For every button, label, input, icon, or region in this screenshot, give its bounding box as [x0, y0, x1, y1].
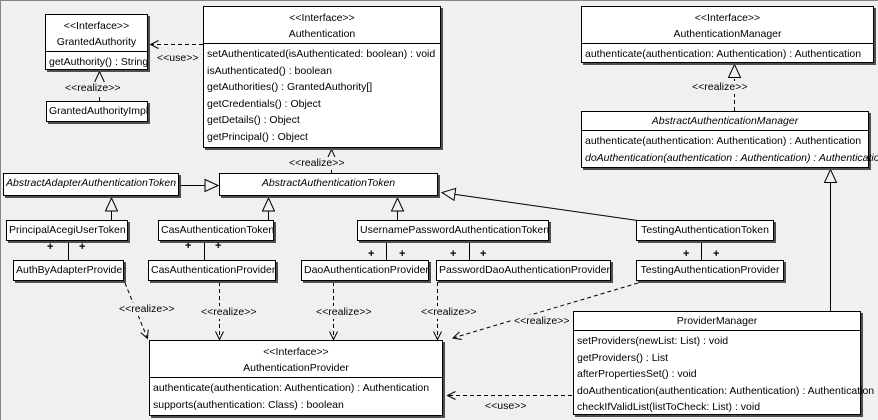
- realize-label: <<realize>>: [287, 157, 347, 170]
- use-label: <<use>>: [483, 400, 529, 413]
- class-cas-authentication-provider: CasAuthenticationProvider: [148, 260, 276, 281]
- method-label: getAuthorities() : GrantedAuthority[]: [207, 81, 373, 93]
- class-abstract-authentication-token: AbstractAuthenticationToken: [219, 173, 438, 196]
- method-label: getCredentials() : Object: [207, 97, 321, 110]
- realize-label: <<realize>>: [314, 306, 374, 319]
- association-plus-label: +: [47, 241, 54, 253]
- class-authentication: <<Interface>> Authentication setAuthenti…: [203, 6, 441, 148]
- method-label: getDetails() : Object: [207, 114, 300, 126]
- class-abstract-adapter-authentication-token: AbstractAdapterAuthenticationToken: [3, 173, 179, 196]
- class-name: ProviderManager: [676, 315, 758, 327]
- class-name: GrantedAuthority: [56, 36, 137, 48]
- class-name: Authentication: [288, 28, 356, 40]
- realize-label: <<realize>>: [419, 306, 479, 319]
- class-name: AuthenticationManager: [673, 28, 782, 40]
- class-dao-authentication-provider: DaoAuthenticationProvider: [301, 260, 429, 281]
- association-plus-label: +: [713, 248, 720, 260]
- method-label: setAuthenticated(isAuthenticated: boolea…: [207, 48, 436, 60]
- use-label: <<use>>: [155, 52, 201, 65]
- association-plus-label: +: [480, 248, 487, 260]
- class-testing-authentication-provider: TestingAuthenticationProvider: [636, 260, 784, 281]
- association-plus-label: +: [185, 240, 192, 252]
- class-name: PrincipalAcegiUserToken: [9, 224, 126, 236]
- association-plus-label: +: [79, 241, 86, 253]
- class-name: TestingAuthenticationToken: [641, 224, 769, 236]
- class-principal-acegi-user-token: PrincipalAcegiUserToken: [6, 220, 128, 241]
- realize-label: <<realize>>: [199, 306, 259, 319]
- association-plus-label: +: [450, 248, 457, 260]
- class-testing-authentication-token: TestingAuthenticationToken: [636, 220, 774, 241]
- class-provider-manager: ProviderManager setProviders(newList: Li…: [573, 311, 875, 415]
- method-label: doAuthentication(authentication : Authen…: [585, 151, 878, 164]
- class-name: TestingAuthenticationProvider: [640, 264, 780, 276]
- stereotype-label: <<Interface>>: [263, 346, 329, 358]
- realize-label: <<realize>>: [117, 303, 177, 316]
- class-name: AbstractAuthenticationToken: [261, 177, 396, 189]
- association-plus-label: +: [368, 248, 375, 260]
- method-label: authenticate(authentication: Authenticat…: [153, 382, 430, 394]
- method-label: getAuthority() : String: [49, 56, 149, 68]
- class-name: DaoAuthenticationProvider: [304, 264, 429, 276]
- realize-label: <<realize>>: [63, 82, 123, 95]
- association-plus-label: +: [215, 240, 222, 252]
- class-name: AuthByAdapterProvider: [16, 264, 126, 276]
- gen-testing-token-edge: [442, 193, 642, 222]
- class-auth-by-adapter-provider: AuthByAdapterProvider: [13, 260, 126, 281]
- class-granted-authority-impl: GrantedAuthorityImpl: [46, 101, 148, 122]
- method-label: getPrincipal() : Object: [207, 130, 308, 143]
- method-label: getProviders() : List: [577, 351, 669, 364]
- stereotype-label: <<Interface>>: [289, 12, 355, 24]
- class-cas-authentication-token: CasAuthenticationToken: [158, 220, 274, 241]
- class-name: GrantedAuthorityImpl: [49, 105, 149, 117]
- method-label: checkIfValidList(listToCheck: List) : vo…: [577, 401, 761, 413]
- class-name: PasswordDaoAuthenticationProvider: [439, 264, 611, 276]
- class-password-dao-authentication-provider: PasswordDaoAuthenticationProvider: [436, 260, 611, 281]
- stereotype-label: <<Interface>>: [694, 12, 761, 24]
- class-name: AbstractAuthenticationManager: [651, 115, 799, 127]
- method-label: authenticate(authentication: Authenticat…: [585, 135, 862, 147]
- method-label: authenticate(authentication: Authenticat…: [585, 48, 862, 60]
- method-label: isAuthenticated() : boolean: [207, 64, 332, 77]
- association-plus-label: +: [399, 248, 406, 260]
- class-granted-authority: <<Interface>> GrantedAuthority getAuthor…: [45, 14, 148, 70]
- class-username-password-authentication-token: UsernamePasswordAuthenticationToken: [357, 220, 549, 241]
- association-plus-label: +: [683, 248, 690, 260]
- class-name: AbstractAdapterAuthenticationToken: [6, 177, 177, 189]
- realize-label: <<realize>>: [690, 81, 750, 94]
- method-label: doAuthentication(authentication: Authent…: [577, 384, 875, 397]
- method-label: setProviders(newList: List) : void: [577, 335, 729, 347]
- class-name: CasAuthenticationProvider: [151, 264, 276, 276]
- method-label: afterPropertiesSet() : void: [577, 368, 697, 380]
- class-authentication-provider: <<Interface>> AuthenticationProvider aut…: [149, 340, 443, 416]
- method-label: supports(authentication: Class) : boolea…: [153, 398, 344, 411]
- class-abstract-authentication-manager: AbstractAuthenticationManager authentica…: [581, 111, 878, 168]
- class-name: CasAuthenticationToken: [161, 224, 275, 236]
- class-name: AuthenticationProvider: [243, 362, 349, 374]
- realize-label: <<realize>>: [512, 315, 572, 328]
- stereotype-label: <<Interface>>: [63, 20, 130, 32]
- class-name: UsernamePasswordAuthenticationToken: [360, 224, 550, 236]
- class-authentication-manager: <<Interface>> AuthenticationManager auth…: [581, 6, 874, 63]
